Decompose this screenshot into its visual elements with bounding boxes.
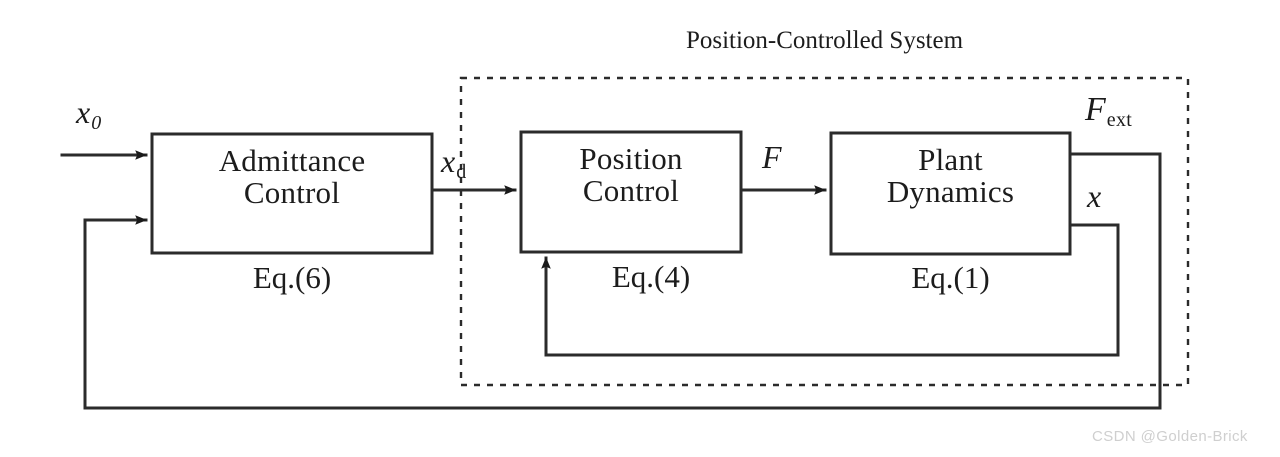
block-position-control-box — [519, 130, 743, 254]
equation-label-admittance: Eq.(6) — [252, 260, 332, 295]
signal-label-force: F — [762, 139, 782, 175]
position-label-line2: Control — [582, 173, 680, 209]
block-plant-dynamics-box — [829, 131, 1072, 256]
plant-label-line2: Dynamics — [886, 174, 1015, 210]
wire-x-inner-feedback — [541, 223, 1120, 357]
signal-x0-sub: 0 — [91, 112, 102, 134]
position-controlled-system-boundary — [459, 76, 1190, 387]
plant-label-line1: Plant — [918, 142, 983, 177]
position-label-line1: Position — [579, 141, 683, 176]
signal-label-fext: Fext — [1085, 91, 1132, 131]
signal-fext-base: F — [1085, 91, 1106, 128]
equation-label-position: Eq.(4) — [611, 259, 691, 294]
wire-fext-outer-feedback — [83, 152, 1162, 410]
block-label-plant-dynamics: Plant Dynamics — [831, 142, 1070, 210]
equation-label-plant: Eq.(1) — [911, 260, 990, 295]
admittance-label-line2: Control — [243, 175, 341, 211]
block-label-admittance-control: Admittance Control — [152, 143, 432, 211]
signal-label-xd: xd — [441, 143, 466, 182]
admittance-label-line1: Admittance — [218, 143, 366, 178]
signal-f-base: F — [762, 139, 782, 175]
signal-xd-sub: d — [456, 161, 467, 183]
signal-fext-sub: ext — [1106, 109, 1133, 131]
signal-label-x: x — [1087, 178, 1102, 214]
block-admittance-control-box — [150, 132, 434, 255]
group-title-position-controlled-system: Position-Controlled System — [685, 27, 964, 54]
signal-x-base: x — [1087, 178, 1102, 214]
signal-x0-base: x — [76, 94, 91, 130]
watermark-text: CSDN @Golden-Brick — [1092, 428, 1248, 445]
block-label-position-control: Position Control — [521, 141, 741, 209]
signal-xd-base: x — [441, 143, 456, 179]
signal-label-x0: x0 — [76, 94, 101, 133]
